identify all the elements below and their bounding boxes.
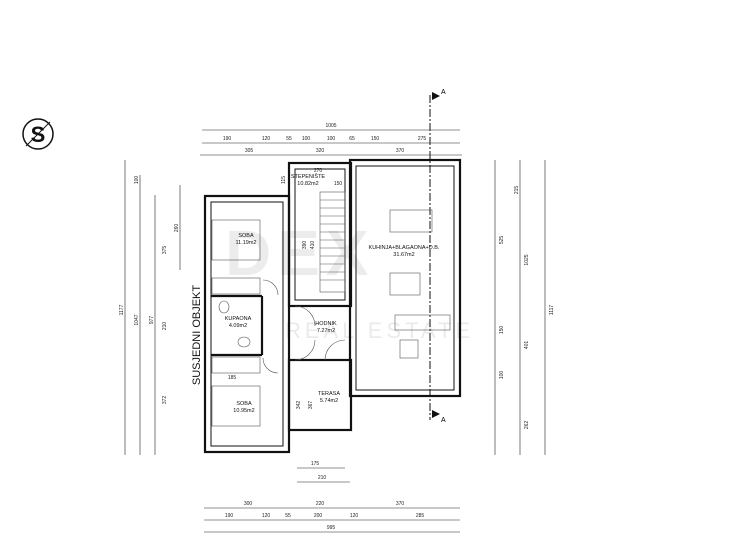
dimension-label: 285 (416, 513, 425, 519)
dimension-label: 367 (308, 401, 314, 410)
room-name-hallway: HODNIK (315, 321, 337, 327)
dimension-label: 175 (311, 461, 320, 467)
dimension-label: 401 (524, 341, 530, 350)
dimension-label: 1117 (549, 305, 555, 316)
dimension-label: 977 (149, 316, 155, 325)
dimension-label: 390 (302, 241, 308, 250)
dimension-label: 185 (228, 375, 237, 381)
dimension-label: 275 (418, 136, 427, 142)
dimension-label: 150 (499, 326, 505, 335)
left-dimensions: 1177 1047 977 375 210 372 260 100 (119, 160, 181, 455)
room-name-kitchen: KUHINJA+BLAGAONA+D.B. (369, 245, 440, 251)
walls (203, 158, 462, 454)
room-name-bathroom: KUPAONA (225, 316, 252, 322)
room-area-bedroom2: 10.95m2 (233, 408, 254, 414)
dimension-label: 525 (499, 236, 505, 245)
neighbor-building-label: SUSJEDNI OBJEKT (191, 285, 203, 386)
dimension-label: 320 (316, 148, 325, 154)
dimension-label: 120 (350, 513, 359, 519)
dimension-label: 995 (327, 525, 336, 531)
dimension-label: 190 (223, 136, 232, 142)
room-area-bathroom: 4.09m2 (229, 323, 247, 329)
dimension-label: 150 (334, 181, 343, 187)
section-label-top: A (441, 89, 446, 96)
dimension-label: 1025 (524, 254, 530, 265)
room-area-stairs: 10.82m2 (297, 181, 318, 187)
dimension-label: 372 (162, 396, 168, 405)
room-area-kitchen: 31.67m2 (393, 252, 414, 258)
dimension-label: 300 (244, 501, 253, 507)
north-compass-icon: S (22, 118, 54, 150)
dimension-label: 55 (285, 513, 291, 519)
dimension-label: 260 (174, 224, 180, 233)
room-name-stairs: STEPENIŠTE (291, 173, 326, 180)
room-name-terrace: TERASA (318, 391, 340, 397)
section-line-a: A A (429, 89, 446, 424)
dimension-label: 200 (314, 513, 323, 519)
doors (262, 279, 346, 374)
dimension-label: 270 (314, 168, 323, 174)
dimension-label: 100 (499, 371, 505, 380)
dimension-label: 100 (134, 176, 140, 185)
section-label-bottom: A (441, 417, 446, 424)
dimension-label: 120 (262, 136, 271, 142)
top-dimensions: 1005 190 120 55 100 100 65 150 275 305 3… (200, 123, 462, 156)
dimension-label: 1005 (325, 123, 336, 129)
dimension-label: 370 (396, 148, 405, 154)
dimension-label: 65 (349, 136, 355, 142)
dimension-label: 190 (225, 513, 234, 519)
dimension-label: 1177 (119, 304, 125, 315)
dimension-label: 55 (286, 136, 292, 142)
dimension-label: 220 (316, 501, 325, 507)
dimension-label: 375 (162, 246, 168, 255)
bottom-dimensions: 300 220 370 190 120 55 200 120 285 995 (204, 501, 460, 533)
staircase (319, 191, 346, 293)
right-dimensions: 1117 1025 525 215 150 401 100 262 (494, 160, 555, 455)
furniture (211, 209, 451, 427)
watermark-text: REAL ESTATE (285, 318, 474, 343)
dimension-label: 100 (327, 136, 336, 142)
dimension-label: 150 (371, 136, 380, 142)
room-name-bedroom2: SOBA (236, 401, 252, 407)
dimension-label: 210 (318, 475, 327, 481)
dimension-label: 120 (262, 513, 271, 519)
room-area-terrace: 5.74m2 (320, 398, 338, 404)
dimension-label: 410 (310, 241, 316, 250)
inner-dimensions: 270 115 410 390 150 185 342 367 (228, 168, 343, 409)
dimension-label: 115 (281, 176, 287, 184)
dimension-label: 210 (162, 322, 168, 331)
dimension-label: 262 (524, 421, 530, 430)
room-area-hallway: 7.27m2 (317, 328, 335, 334)
dimension-label: 215 (514, 186, 520, 195)
dimension-label: 370 (396, 501, 405, 507)
room-name-bedroom1: SOBA (238, 233, 254, 239)
dimension-label: 100 (302, 136, 311, 142)
terrace-dimensions: 175 210 (297, 461, 350, 483)
dimension-label: 305 (245, 148, 254, 154)
room-area-bedroom1: 11.19m2 (236, 240, 257, 246)
dimension-label: 342 (296, 401, 302, 410)
dimension-label: 1047 (134, 314, 140, 325)
